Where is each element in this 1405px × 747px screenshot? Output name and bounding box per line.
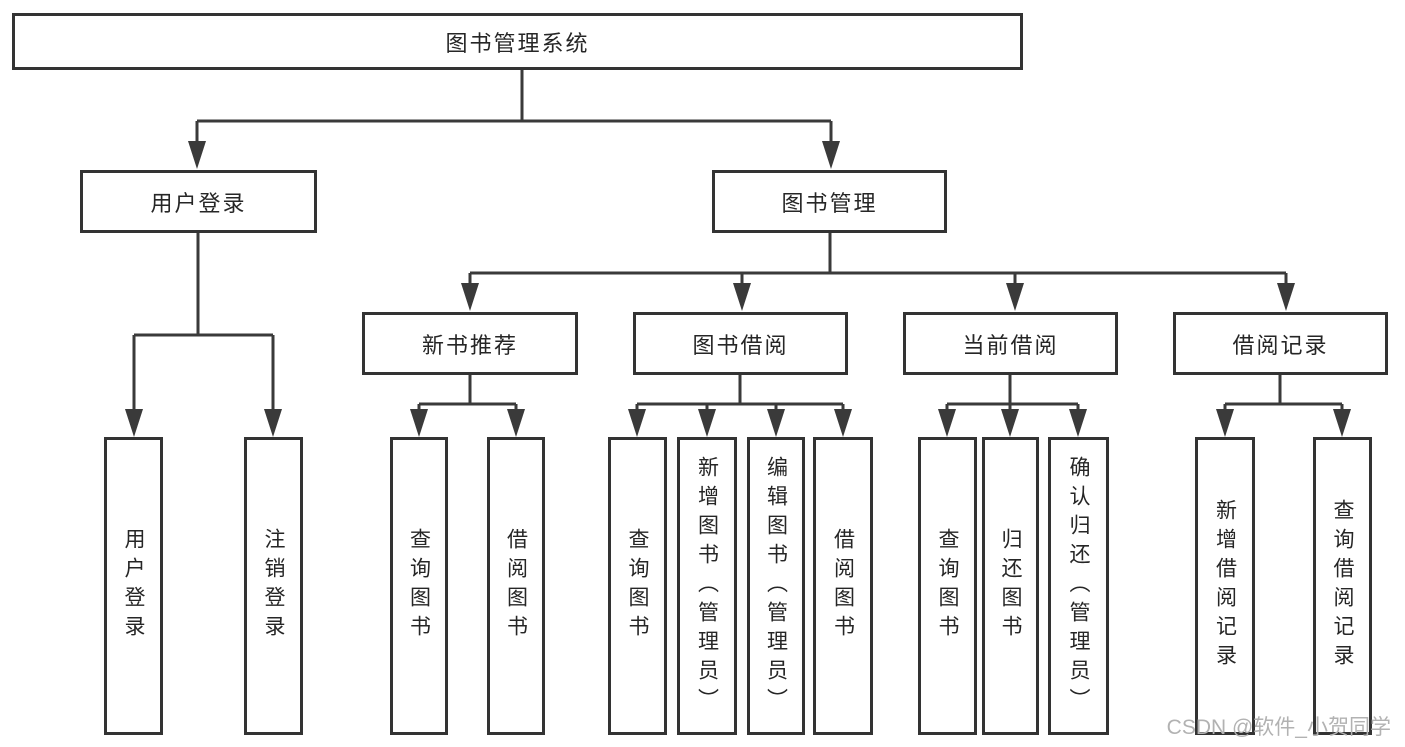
leaf-user-login: 用户登录: [104, 437, 163, 735]
node-book-management: 图书管理: [712, 170, 947, 233]
leaf-borrow-books-1: 借阅图书: [487, 437, 545, 735]
connector-root: [195, 70, 833, 144]
arrowhead: [822, 141, 840, 169]
arrowhead: [1277, 283, 1295, 311]
node-root: 图书管理系统: [12, 13, 1023, 70]
watermark-text: CSDN @软件_小贺同学: [1166, 716, 1391, 739]
arrowhead: [1069, 409, 1087, 437]
arrowhead: [698, 409, 716, 437]
leaf-logout-login: 注销登录: [244, 437, 303, 735]
connector-user-login: [132, 233, 275, 412]
leaf-add-book-admin: 新增图书（管理员）: [677, 437, 737, 735]
connector-current-borrow: [945, 375, 1080, 412]
arrowhead: [410, 409, 428, 437]
leaf-add-borrow-record: 新增借阅记录: [1195, 437, 1255, 735]
node-new-book-recommend: 新书推荐: [362, 312, 578, 375]
arrowhead: [125, 409, 143, 437]
node-borrow-records: 借阅记录: [1173, 312, 1388, 375]
arrowhead: [1216, 409, 1234, 437]
arrowhead: [1006, 283, 1024, 311]
arrowhead: [264, 409, 282, 437]
arrowhead: [767, 409, 785, 437]
arrowhead: [938, 409, 956, 437]
leaf-query-books-2: 查询图书: [608, 437, 667, 735]
arrowhead: [1001, 409, 1019, 437]
leaf-edit-book-admin: 编辑图书（管理员）: [747, 437, 805, 735]
arrowhead: [628, 409, 646, 437]
leaf-borrow-books-2: 借阅图书: [813, 437, 873, 735]
connector-book-borrow: [635, 375, 845, 412]
leaf-query-books-1: 查询图书: [390, 437, 448, 735]
arrowhead: [507, 409, 525, 437]
node-current-borrow: 当前借阅: [903, 312, 1118, 375]
node-user-login: 用户登录: [80, 170, 317, 233]
leaf-query-borrow-record: 查询借阅记录: [1313, 437, 1372, 735]
node-book-borrow: 图书借阅: [633, 312, 848, 375]
arrowhead: [188, 141, 206, 169]
connector-book-management: [468, 233, 1288, 287]
leaf-confirm-return-admin: 确认归还（管理员）: [1048, 437, 1109, 735]
arrowhead: [834, 409, 852, 437]
leaf-return-book: 归还图书: [982, 437, 1039, 735]
connector-new-book-recommend: [417, 375, 518, 412]
leaf-query-books-3: 查询图书: [918, 437, 977, 735]
connector-borrow-records: [1223, 375, 1344, 412]
arrowhead: [733, 283, 751, 311]
arrowhead: [461, 283, 479, 311]
arrowhead: [1333, 409, 1351, 437]
